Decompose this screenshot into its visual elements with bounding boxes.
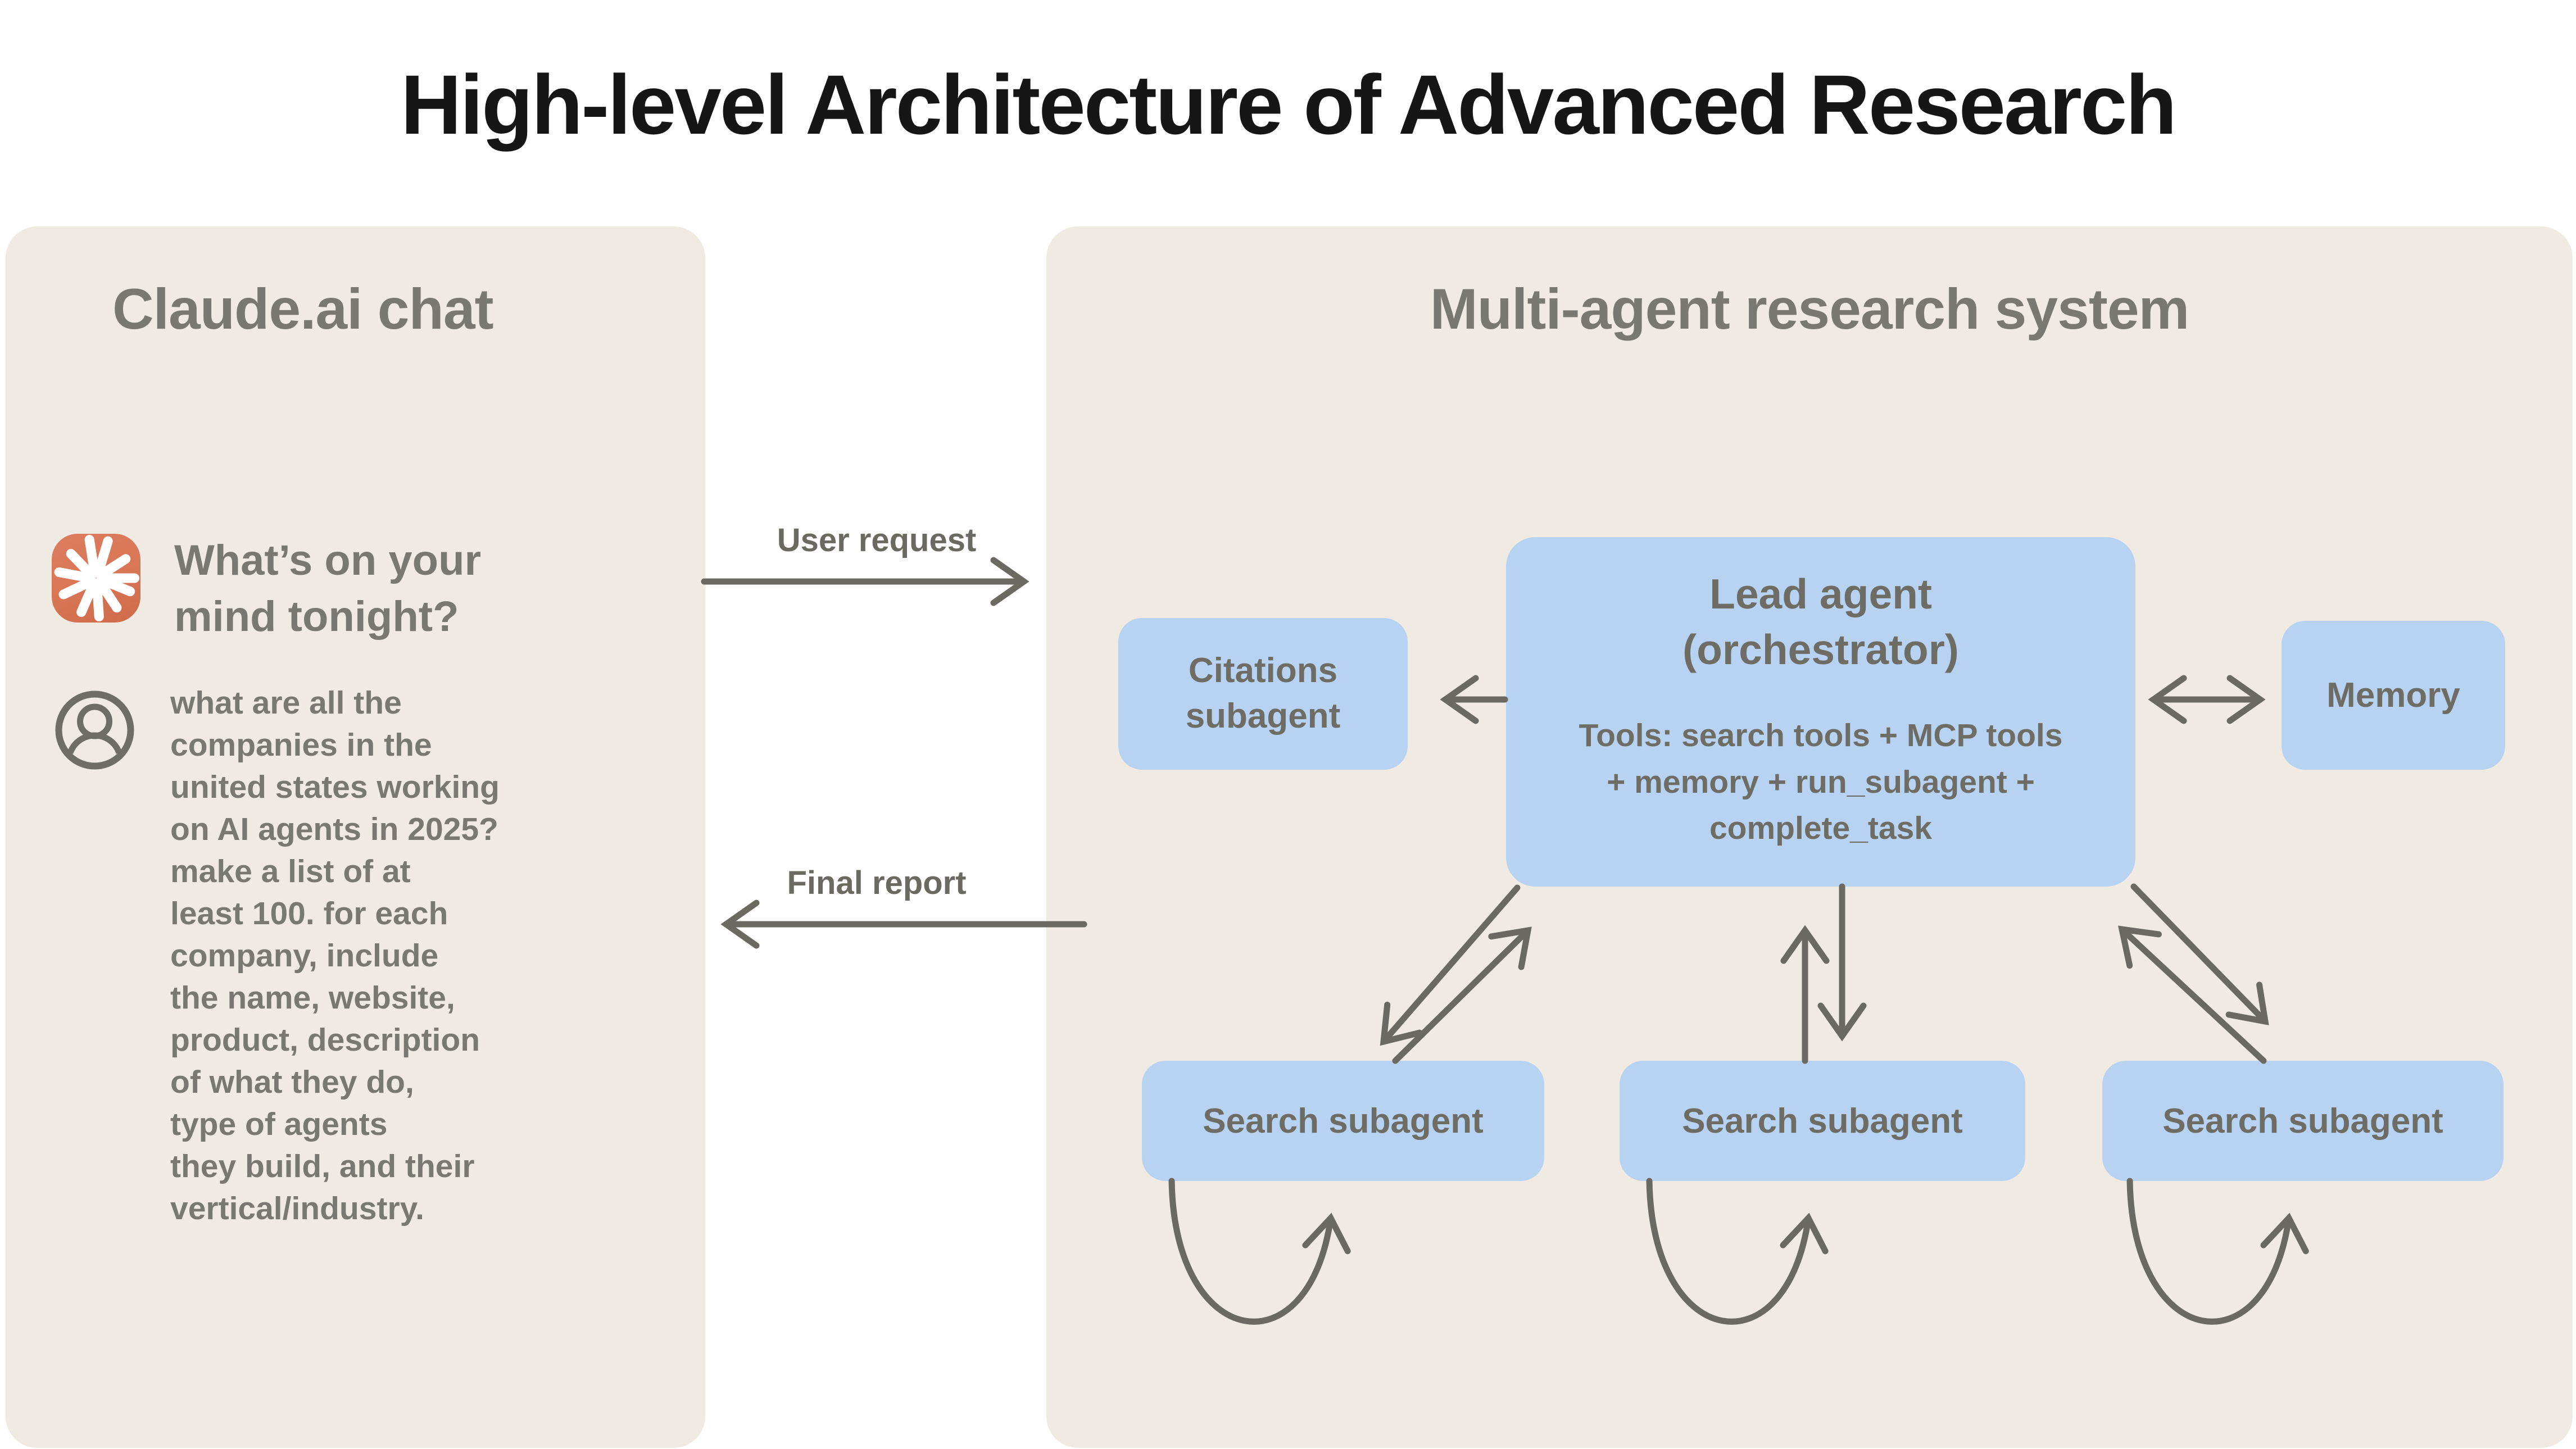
claude-chat-panel: [6, 226, 705, 1448]
citations-subagent-box: Citations subagent: [1118, 618, 1408, 770]
user-query-text: what are all the companies in the united…: [170, 685, 500, 1227]
lead-agent-title: Lead agent (orchestrator): [1682, 570, 1959, 673]
final-report-label: Final report: [787, 865, 967, 901]
claude-starburst-glyph: [54, 534, 140, 622]
claude-chat-header: Claude.ai chat: [112, 277, 494, 341]
user-avatar-icon: [55, 690, 135, 770]
search-subagent-box-1: Search subagent: [1142, 1061, 1544, 1181]
multi-agent-header: Multi-agent research system: [1430, 277, 2190, 341]
claude-spark-icon: [52, 534, 140, 623]
user-request-label: User request: [777, 522, 977, 558]
search-subagent-box-3: Search subagent: [2102, 1061, 2504, 1181]
assistant-message: What’s on your mind tonight?: [174, 537, 482, 641]
search-subagent-box-2: Search subagent: [1620, 1061, 2025, 1181]
lead-agent-tools: Tools: search tools + MCP tools + memory…: [1579, 717, 2063, 847]
lead-agent-box: Lead agent (orchestrator) Tools: search …: [1506, 537, 2135, 887]
memory-box: Memory: [2282, 621, 2505, 770]
page-title: High-level Architecture of Advanced Rese…: [401, 57, 2177, 152]
